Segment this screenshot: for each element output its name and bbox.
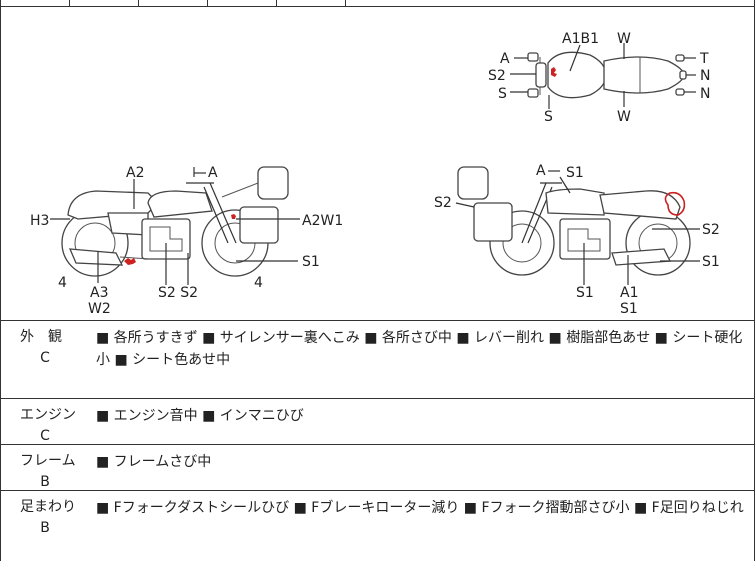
label-4-right: 4: [254, 275, 263, 291]
label-A2W1: A2W1: [302, 213, 343, 229]
label-S1-right-bottom: S1: [620, 301, 638, 317]
row-description: ■ フレームさび中: [96, 454, 212, 470]
label-A-right: A: [536, 163, 546, 179]
row-description: ■ Fフォークダストシールひび ■ Fブレーキローター減り ■ Fフォーク摺動部…: [96, 500, 744, 516]
row-grade: C: [40, 428, 50, 444]
table-row: 外 観 C ■ 各所うすきず ■ サイレンサー裏へこみ ■ 各所さび中 ■ レバ…: [0, 320, 755, 399]
label-A2: A2: [126, 165, 144, 181]
label-W-top: W: [617, 31, 631, 47]
right-side-bike: [455, 166, 700, 285]
frame-left: [0, 7, 1, 561]
row-category: 足まわり B: [20, 497, 76, 539]
label-A-top: A: [500, 51, 510, 67]
label-A-left: A: [208, 165, 218, 181]
label-A3: A3: [90, 285, 108, 301]
label-H3: H3: [30, 213, 49, 229]
label-W2: W2: [88, 301, 111, 317]
motorcycle-damage-diagram: A S2 S S A1B1 W W T N N: [0, 7, 755, 320]
label-S2-right: S2: [702, 222, 720, 238]
row-description: ■ エンジン音中 ■ インマニひび: [96, 408, 304, 424]
label-S1-right: S1: [702, 254, 720, 270]
row-description: ■ 各所うすきず ■ サイレンサー裏へこみ ■ 各所さび中 ■ レバー削れ ■ …: [96, 330, 743, 368]
row-category: フレーム B: [20, 451, 76, 493]
label-S-top: S: [498, 86, 507, 102]
damage-mark: [231, 214, 236, 219]
top-view-bike: [510, 43, 696, 109]
row-grade: C: [40, 350, 50, 366]
label-S2-right-left: S2: [434, 195, 452, 211]
damage-mark: [124, 258, 136, 265]
label-4-left: 4: [58, 275, 67, 291]
table-row: フレーム B ■ フレームさび中: [0, 444, 755, 491]
damage-mark: [551, 67, 557, 77]
label-S1-left: S1: [302, 254, 320, 270]
row-category: エンジン C: [20, 405, 76, 447]
label-N-2: N: [700, 86, 710, 102]
label-S1-right-mid: S1: [576, 285, 594, 301]
damage-circle: [664, 191, 686, 216]
label-N-1: N: [700, 68, 710, 84]
table-top-edge: [0, 0, 755, 7]
row-category: 外 観 C: [20, 327, 70, 369]
label-A1B1: A1B1: [562, 31, 599, 47]
label-S2-top: S2: [488, 68, 506, 84]
label-S2S2: S2 S2: [158, 285, 198, 301]
left-side-bike: [50, 166, 300, 285]
label-W-bottom: W: [617, 109, 631, 125]
table-row: エンジン C ■ エンジン音中 ■ インマニひび: [0, 398, 755, 445]
label-S1-right-top: S1: [566, 165, 584, 181]
label-S-bottom: S: [544, 109, 553, 125]
row-grade: B: [40, 474, 50, 490]
table-row: 足まわり B ■ Fフォークダストシールひび ■ Fブレーキローター減り ■ F…: [0, 490, 755, 562]
label-T: T: [699, 51, 709, 67]
label-A1: A1: [620, 285, 638, 301]
row-grade: B: [40, 520, 50, 536]
